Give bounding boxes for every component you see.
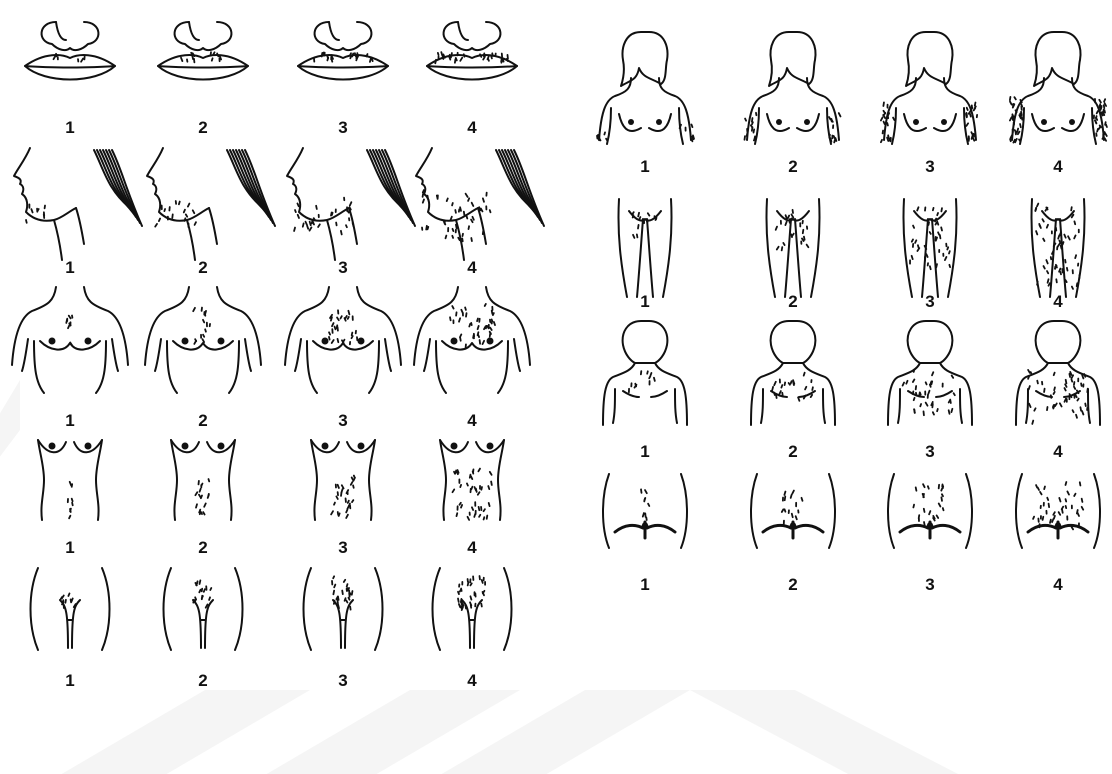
- left-chest-grade-1-figure: [12, 287, 128, 393]
- left-abdomen-grade-label: 4: [467, 538, 477, 557]
- right-lower-back-grade-label: 1: [640, 575, 649, 594]
- left-chest-grade-label: 2: [198, 411, 207, 430]
- right-thigh-grade-label: 4: [1053, 292, 1063, 311]
- left-chin-grade-label: 3: [338, 258, 347, 277]
- right-thigh-grade-label: 3: [925, 292, 934, 311]
- right-upper-back-grade-label: 3: [925, 442, 934, 461]
- right-upper-back-grade-4-figure: [1016, 321, 1100, 425]
- left-chin-grade-4-figure: [416, 148, 544, 260]
- right-upper-arm-grade-label: 2: [788, 157, 797, 176]
- left-upper-lip-grade-label: 1: [65, 118, 74, 137]
- left-abdomen-grade-2-figure: [171, 440, 235, 520]
- right-upper-arm-grade-4-figure: [1010, 32, 1107, 144]
- left-chin-grade-label: 2: [198, 258, 207, 277]
- left-chin-grade-label: 4: [467, 258, 477, 277]
- right-thigh-grade-label: 1: [640, 292, 649, 311]
- left-upper-lip-grade-4-figure: [427, 22, 517, 80]
- left-upper-lip-grade-label: 4: [467, 118, 477, 137]
- right-upper-arm-grade-label: 4: [1053, 157, 1063, 176]
- left-upper-lip-grade-label: 2: [198, 118, 207, 137]
- right-lower-back-grade-2-figure: [751, 474, 835, 548]
- left-chin-grade-3-figure: [287, 148, 415, 260]
- right-upper-back-grade-2-figure: [751, 321, 835, 425]
- left-chin-grade-2-figure: [147, 148, 275, 260]
- left-abdomen-grade-1-figure: [38, 440, 102, 520]
- right-upper-back-grade-label: 1: [640, 442, 649, 461]
- left-abdomen-grade-label: 3: [338, 538, 347, 557]
- left-abdomen-grade-4-figure: [440, 440, 504, 520]
- left-pubic-grade-3-figure: [304, 568, 383, 650]
- right-upper-arm-grade-1-figure: [597, 32, 694, 144]
- right-thigh-grade-1-figure: [618, 199, 671, 297]
- right-thigh-grade-3-figure: [903, 199, 956, 297]
- right-upper-back-grade-label: 2: [788, 442, 797, 461]
- figure-grid: [12, 22, 1107, 650]
- right-lower-back-grade-3-figure: [888, 474, 972, 548]
- right-upper-arm-grade-3-figure: [881, 32, 977, 144]
- left-chest-grade-4-figure: [414, 287, 530, 393]
- right-upper-back-grade-3-figure: [888, 321, 972, 425]
- left-upper-lip-grade-label: 3: [338, 118, 347, 137]
- right-thigh-grade-2-figure: [766, 199, 819, 297]
- left-chest-grade-3-figure: [285, 287, 401, 393]
- left-abdomen-grade-label: 2: [198, 538, 207, 557]
- left-pubic-grade-4-figure: [433, 568, 512, 650]
- right-upper-arm-grade-label: 1: [640, 157, 649, 176]
- left-chest-grade-label: 3: [338, 411, 347, 430]
- left-abdomen-grade-label: 1: [65, 538, 74, 557]
- right-upper-arm-grade-2-figure: [745, 32, 841, 144]
- left-pubic-grade-1-figure: [31, 568, 110, 650]
- right-lower-back-grade-1-figure: [603, 474, 687, 548]
- grade-label-grid: 1 2 3 4 1 2 3 4 1 2 3 4 1 2 3 4 1 2 3 4 1 2 3 4 1 2 3 4 1 2 3 4 1 2 3 4: [65, 118, 1063, 690]
- left-abdomen-grade-3-figure: [311, 440, 375, 520]
- left-upper-lip-grade-3-figure: [298, 22, 388, 80]
- right-lower-back-grade-4-figure: [1016, 474, 1100, 548]
- left-chest-grade-2-figure: [145, 287, 261, 393]
- right-lower-back-grade-label: 4: [1053, 575, 1063, 594]
- right-lower-back-grade-label: 2: [788, 575, 797, 594]
- left-pubic-grade-label: 3: [338, 671, 347, 690]
- right-upper-back-grade-label: 4: [1053, 442, 1063, 461]
- left-chin-grade-label: 1: [65, 258, 74, 277]
- left-upper-lip-grade-2-figure: [158, 22, 248, 80]
- right-thigh-grade-label: 2: [788, 292, 797, 311]
- right-lower-back-grade-label: 3: [925, 575, 934, 594]
- right-upper-back-grade-1-figure: [603, 321, 687, 425]
- left-pubic-grade-label: 2: [198, 671, 207, 690]
- left-pubic-grade-2-figure: [164, 568, 243, 650]
- left-upper-lip-grade-1-figure: [25, 22, 115, 80]
- right-upper-arm-grade-label: 3: [925, 157, 934, 176]
- left-chest-grade-label: 4: [467, 411, 477, 430]
- left-chin-grade-1-figure: [14, 148, 142, 260]
- left-pubic-grade-label: 1: [65, 671, 74, 690]
- left-chest-grade-label: 1: [65, 411, 74, 430]
- right-thigh-grade-4-figure: [1031, 199, 1084, 297]
- left-pubic-grade-label: 4: [467, 671, 477, 690]
